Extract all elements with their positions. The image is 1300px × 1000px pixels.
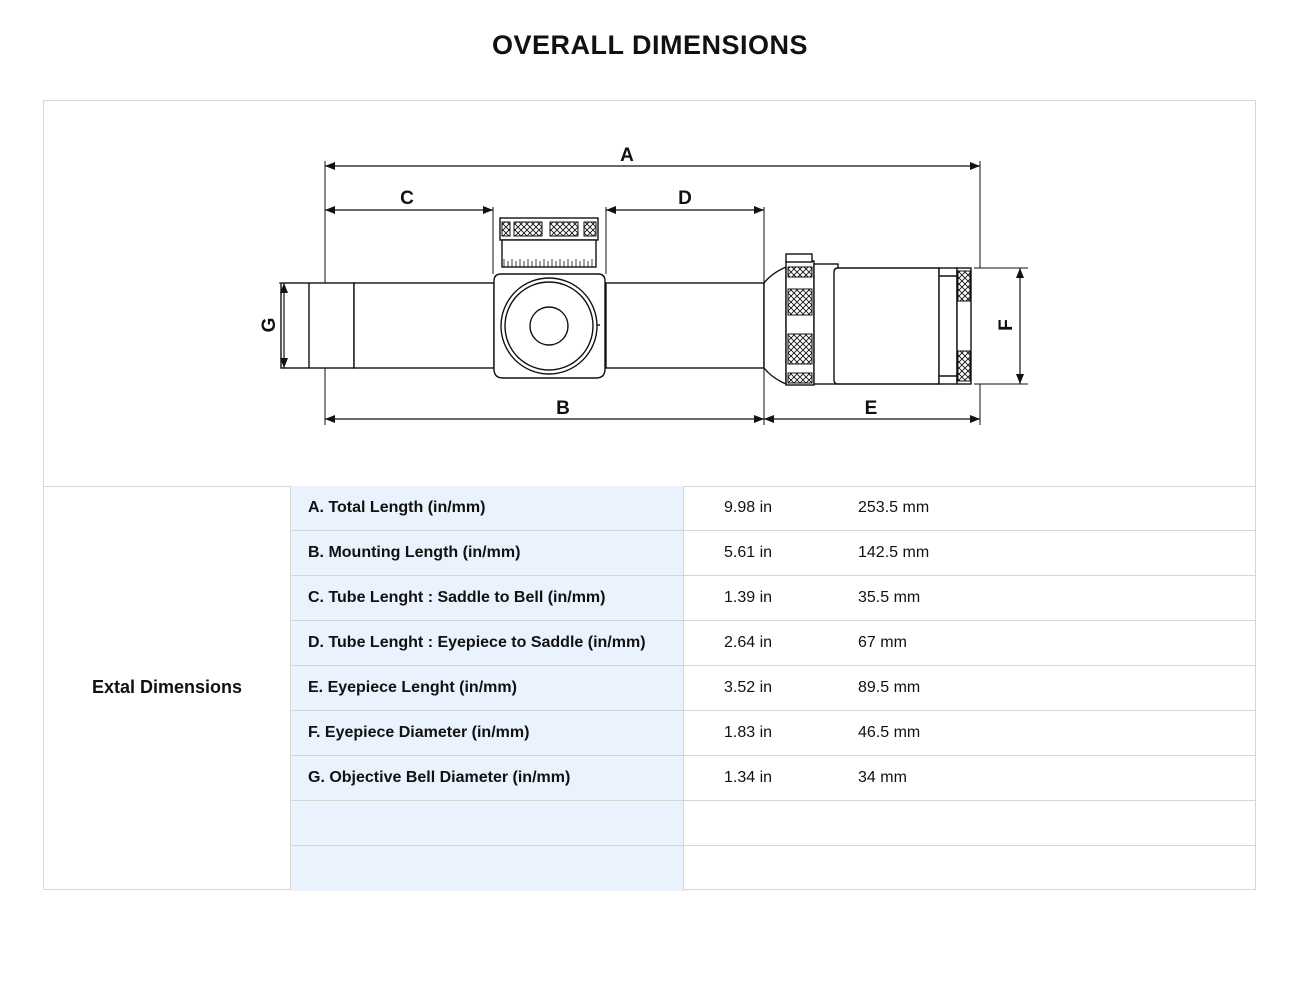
row-mm-value: 35.5 mm	[858, 589, 921, 606]
row-inch-value: 1.83 in	[724, 724, 773, 741]
table-row	[291, 801, 1255, 846]
row-mm-value: 89.5 mm	[858, 679, 921, 696]
dimension-label-g: G	[259, 318, 280, 333]
rear-tube	[605, 282, 765, 369]
row-label: E. Eyepiece Lenght (in/mm)	[291, 666, 684, 710]
objective-bell	[280, 282, 355, 369]
table-row	[291, 846, 1255, 891]
table-row: B. Mounting Length (in/mm) 5.61 in 142.5…	[291, 531, 1255, 576]
row-inch-value: 1.39 in	[724, 589, 773, 606]
turret-scale-ticks	[503, 259, 593, 267]
table-row: G. Objective Bell Diameter (in/mm) 1.34 …	[291, 756, 1255, 801]
row-mm-value: 67 mm	[858, 634, 907, 651]
dimensions-table: Extal Dimensions A. Total Length (in/mm)…	[44, 486, 1255, 891]
row-label: B. Mounting Length (in/mm)	[291, 531, 684, 575]
row-mm-value: 46.5 mm	[858, 724, 921, 741]
dimension-label-c: C	[400, 188, 414, 209]
row-label: A. Total Length (in/mm)	[291, 486, 684, 530]
scope-outline	[280, 217, 972, 386]
turret-saddle	[493, 273, 606, 379]
section-label: Extal Dimensions	[44, 486, 291, 889]
row-mm-value: 34 mm	[858, 769, 907, 786]
scope-drawing: A C D B E G F	[259, 145, 1028, 425]
side-focus-knob	[500, 277, 598, 375]
table-row: C. Tube Lenght : Saddle to Bell (in/mm) …	[291, 576, 1255, 621]
dimension-label-d: D	[678, 188, 692, 209]
row-label: D. Tube Lenght : Eyepiece to Saddle (in/…	[291, 621, 684, 665]
row-mm-value: 253.5 mm	[858, 499, 930, 516]
row-label: G. Objective Bell Diameter (in/mm)	[291, 756, 684, 800]
dimension-label-b: B	[556, 398, 570, 419]
row-mm-value: 142.5 mm	[858, 544, 930, 561]
row-inch-value: 9.98 in	[724, 499, 773, 516]
row-inch-value: 1.34 in	[724, 769, 773, 786]
table-row: F. Eyepiece Diameter (in/mm) 1.83 in 46.…	[291, 711, 1255, 756]
dimension-lines	[280, 162, 1024, 423]
dimension-label-f: F	[996, 319, 1017, 331]
page-title: OVERALL DIMENSIONS	[491, 30, 809, 60]
table-row: E. Eyepiece Lenght (in/mm) 3.52 in 89.5 …	[291, 666, 1255, 711]
front-tube	[353, 282, 495, 369]
table-row: A. Total Length (in/mm) 9.98 in 253.5 mm	[291, 486, 1255, 531]
row-inch-value: 2.64 in	[724, 634, 773, 651]
table-row: D. Tube Lenght : Eyepiece to Saddle (in/…	[291, 621, 1255, 666]
row-label	[291, 846, 684, 891]
dimension-label-a: A	[620, 145, 634, 166]
scope-diagram: A C D B E G F	[44, 101, 1255, 487]
power-ring	[785, 260, 815, 386]
row-label: F. Eyepiece Diameter (in/mm)	[291, 711, 684, 755]
dimension-label-e: E	[865, 398, 878, 419]
dimension-rows: A. Total Length (in/mm) 9.98 in 253.5 mm…	[291, 486, 1255, 891]
row-label	[291, 801, 684, 845]
dimensions-panel: A C D B E G F Extal Dimensions A. Total …	[43, 100, 1256, 891]
eyepiece-transition	[763, 265, 787, 386]
row-inch-value: 3.52 in	[724, 679, 773, 696]
eyepiece-body	[833, 267, 940, 385]
row-label: C. Tube Lenght : Saddle to Bell (in/mm)	[291, 576, 684, 620]
row-inch-value: 5.61 in	[724, 544, 773, 561]
